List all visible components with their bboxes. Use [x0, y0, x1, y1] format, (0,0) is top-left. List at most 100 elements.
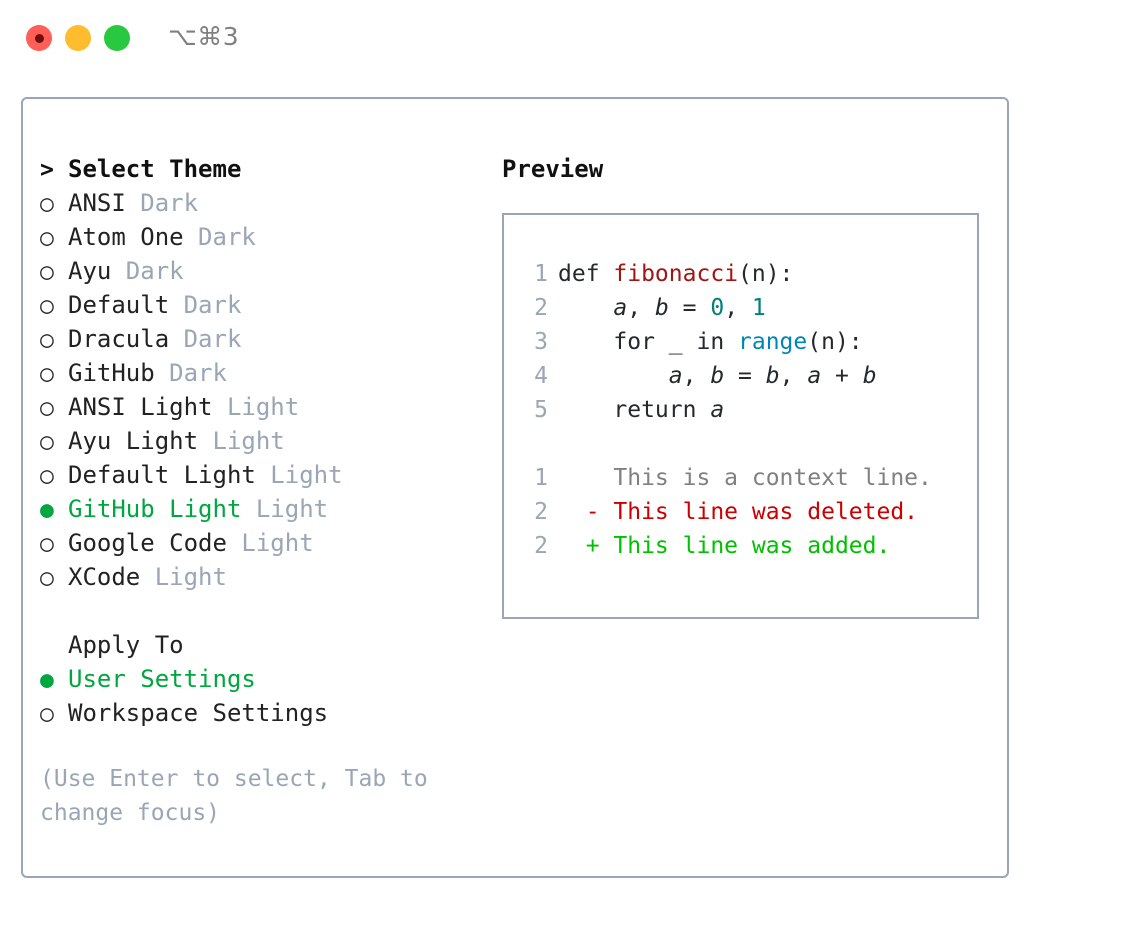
diff-sample: 1 This is a context line.2 - This line w… — [524, 461, 977, 563]
close-button-icon[interactable] — [26, 25, 52, 51]
theme-variant-tag: Light — [255, 461, 343, 489]
theme-selector-column: >Select Theme ○ANSI Dark○Atom One Dark○A… — [40, 152, 490, 830]
theme-list-heading-label: Select Theme — [68, 155, 242, 183]
code-token: , — [627, 295, 655, 321]
theme-name-label: ANSI — [68, 189, 126, 217]
code-token: a — [807, 363, 822, 389]
radio-unselected-icon: ○ — [40, 327, 54, 353]
theme-list-item[interactable]: ○ ANSI Dark — [40, 186, 490, 220]
apply-to-heading: ○Apply To — [40, 628, 490, 662]
line-number: 4 — [534, 363, 548, 389]
theme-name-label: GitHub — [68, 359, 155, 387]
line-number: 2 — [534, 295, 548, 321]
radio-unselected-icon: ○ — [40, 191, 54, 217]
keyboard-shortcut-label: ⌥⌘3 — [168, 22, 240, 51]
line-number: 1 — [534, 465, 548, 491]
theme-list-item[interactable]: ○ GitHub Dark — [40, 356, 490, 390]
line-number: 1 — [534, 261, 548, 287]
apply-to-option-label: Workspace Settings — [68, 699, 329, 727]
theme-list-item[interactable]: ○ ANSI Light Light — [40, 390, 490, 424]
radio-unselected-icon: ○ — [40, 361, 54, 387]
theme-list-item[interactable]: ○Default Dark — [40, 288, 490, 322]
radio-unselected-icon: ○ — [40, 225, 54, 251]
code-token: = — [668, 295, 711, 321]
code-token: a — [710, 397, 725, 423]
theme-list-item[interactable]: ○Default Light Light — [40, 458, 490, 492]
diff-sign: - — [558, 499, 614, 525]
list-spacer — [40, 594, 490, 628]
radio-unselected-icon: ○ — [40, 395, 54, 421]
maximize-button-icon[interactable] — [104, 25, 130, 51]
theme-name-label: Dracula — [68, 325, 170, 353]
theme-name-label: Google Code — [68, 529, 227, 557]
theme-list: ○ANSI Dark○Atom One Dark○Ayu Dark○Defaul… — [40, 186, 490, 594]
diff-line: 2 + This line was added. — [524, 529, 977, 563]
code-token: 0 — [710, 295, 725, 321]
window-controls — [26, 25, 130, 51]
theme-name-label: ANSI Light — [68, 393, 213, 421]
main-panel: >Select Theme ○ANSI Dark○Atom One Dark○A… — [21, 97, 1009, 878]
theme-name-label: Default Light — [68, 461, 256, 489]
code-token: range — [738, 329, 808, 355]
theme-list-item[interactable]: ○ Dracula Dark — [40, 322, 490, 356]
recording-indicator-icon — [34, 33, 44, 43]
code-token: b — [862, 363, 877, 389]
theme-name-label: XCode — [68, 563, 141, 591]
radio-unselected-icon: ○ — [40, 429, 54, 455]
code-line: 4 a, b = b, a + b — [524, 359, 977, 393]
code-token: b — [765, 363, 780, 389]
code-token: a — [613, 295, 628, 321]
code-token: return — [558, 397, 711, 423]
theme-list-item[interactable]: ○ XCode Light — [40, 560, 490, 594]
theme-variant-tag: Dark — [169, 325, 242, 353]
diff-sign — [558, 465, 613, 491]
theme-name-label: Default — [68, 291, 170, 319]
theme-variant-tag: Light — [226, 529, 314, 557]
theme-list-item[interactable]: ○Ayu Light Light — [40, 424, 490, 458]
apply-to-heading-label: Apply To — [68, 631, 184, 659]
diff-text: This line was added. — [613, 533, 891, 559]
apply-to-option[interactable]: ●User Settings — [40, 662, 490, 696]
code-token — [558, 363, 669, 389]
code-token: , — [779, 363, 808, 389]
theme-name-label: GitHub Light — [68, 495, 242, 523]
radio-unselected-icon: ○ — [40, 259, 54, 285]
apply-to-option[interactable]: ○ Workspace Settings — [40, 696, 490, 730]
code-token: b — [654, 295, 669, 321]
diff-line: 1 This is a context line. — [524, 461, 977, 495]
keyboard-hint-text: (Use Enter to select, Tab to change focu… — [40, 766, 428, 826]
theme-variant-tag: Dark — [183, 223, 256, 251]
theme-name-label: Ayu Light — [68, 427, 199, 455]
theme-list-item[interactable]: ○Ayu Dark — [40, 254, 490, 288]
diff-line: 2 - This line was deleted. — [524, 495, 977, 529]
theme-variant-tag: Dark — [125, 189, 199, 217]
theme-list-item[interactable]: ●GitHub Light Light — [40, 492, 490, 526]
theme-variant-tag: Light — [212, 393, 300, 421]
code-token: , — [682, 363, 711, 389]
theme-list-item[interactable]: ○Google Code Light — [40, 526, 490, 560]
title-bar: ⌥⌘3 — [0, 0, 1140, 78]
code-line: 3 for _ in range(n): — [524, 325, 977, 359]
radio-unselected-icon: ○ — [40, 701, 54, 727]
minimize-button-icon[interactable] — [65, 25, 91, 51]
theme-variant-tag: Light — [140, 563, 227, 591]
line-number: 2 — [534, 533, 548, 559]
code-line: 2 a, b = 0, 1 — [524, 291, 977, 325]
code-token: for _ in — [558, 329, 739, 355]
theme-list-heading: >Select Theme — [40, 152, 490, 186]
code-token: (n): — [738, 261, 794, 287]
theme-name-label: Ayu — [68, 257, 112, 285]
radio-selected-icon: ● — [40, 667, 54, 693]
code-diff-separator — [524, 427, 977, 461]
code-token: a — [668, 363, 683, 389]
code-token: 1 — [751, 295, 766, 321]
radio-selected-icon: ● — [40, 497, 54, 523]
diff-sign: + — [558, 533, 614, 559]
radio-unselected-icon: ○ — [40, 293, 54, 319]
theme-variant-tag: Dark — [154, 359, 227, 387]
radio-unselected-icon: ○ — [40, 565, 54, 591]
theme-list-item[interactable]: ○Atom One Dark — [40, 220, 490, 254]
code-token: b — [710, 363, 725, 389]
